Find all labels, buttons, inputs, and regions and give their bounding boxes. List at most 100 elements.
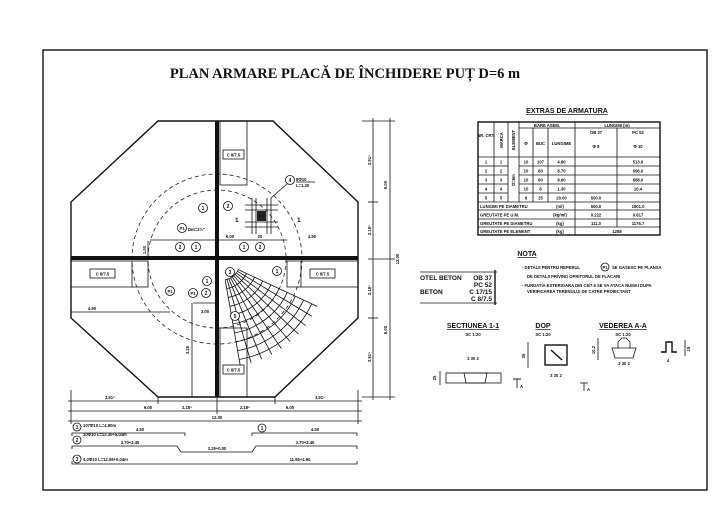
svg-text:6.00: 6.00 <box>383 180 388 189</box>
cell-buc: 8 <box>539 187 542 192</box>
svg-text:SC 1:20: SC 1:20 <box>465 332 481 337</box>
svg-text:1: 1 <box>276 269 279 275</box>
svg-text:3.70+2.45: 3.70+2.45 <box>296 440 315 445</box>
svg-text:4.0Φ10 L=12.08+5.04m: 4.0Φ10 L=12.08+5.04m <box>83 457 128 462</box>
svg-text:3 30 2: 3 30 2 <box>618 361 630 366</box>
marker: P1 <box>188 288 198 298</box>
total-row: GREUTATE PE ELEMENT(kg)1288 <box>480 229 622 234</box>
svg-text:D=6m: D=6m <box>511 174 516 186</box>
cell-pc52: 688.0 <box>633 178 644 183</box>
mesh-bar <box>229 280 264 307</box>
marker: 3 <box>225 267 235 277</box>
svg-text:Φ 10: Φ 10 <box>633 144 643 149</box>
svg-text:8Φ10: 8Φ10 <box>296 177 307 182</box>
svg-text:P1: P1 <box>602 265 608 270</box>
cell-pc52: 513.6 <box>633 160 644 165</box>
svg-text:Φ 8: Φ 8 <box>593 144 601 149</box>
right-dimension-chain: 3.91⁵ 6.00 2.18⁵ 12.00 2.18⁵ 6.00 3.91⁵ <box>362 118 400 400</box>
mesh-bar <box>234 274 299 335</box>
cell-lungime: 1.30 <box>557 187 566 192</box>
cell-marca: 4 <box>500 187 503 192</box>
section-1-1: SECTIUNEA 1-1 SC 1:20 3 30 2 25 A <box>432 323 523 389</box>
svg-text:GREUTATE PE DIAMETRU: GREUTATE PE DIAMETRU <box>480 221 532 226</box>
svg-text:6.00: 6.00 <box>144 405 153 410</box>
svg-text:BETON: BETON <box>420 289 443 296</box>
cell-buc: 80 <box>538 169 543 174</box>
svg-text:20: 20 <box>258 234 263 239</box>
svg-text:500.0: 500.0 <box>591 204 602 209</box>
mesh-bar <box>226 273 247 289</box>
bar-2: 2 10Φ10 L=12.30+5.04m 3.70+2.45 3.29+0.0… <box>71 432 358 453</box>
mesh-bar <box>228 277 255 298</box>
cell-nr: 5 <box>485 196 488 201</box>
svg-text:Φ: Φ <box>524 141 528 146</box>
mesh-bar <box>224 279 241 366</box>
cell-diam: 10 <box>524 178 529 183</box>
cell-diam: 10 <box>524 160 529 165</box>
notes: NOTA - DETALII PENTRU REPERUL P1 SE GASE… <box>517 251 661 294</box>
cell-pc52: 696.0 <box>633 169 644 174</box>
svg-text:3.91⁵: 3.91⁵ <box>367 155 372 165</box>
marker: 5 <box>230 311 240 321</box>
svg-text:25: 25 <box>432 375 437 380</box>
table-title: EXTRAS DE ARMATURA <box>526 108 608 115</box>
svg-text:3.91⁵: 3.91⁵ <box>367 352 372 362</box>
mesh-bar <box>228 278 263 360</box>
svg-text:- FUNDATIA EXTERIOARA DIN C8/7: - FUNDATIA EXTERIOARA DIN C8/7.5 SE VA A… <box>522 283 652 288</box>
cell-nr: 4 <box>485 187 488 192</box>
svg-text:P1: P1 <box>179 226 185 231</box>
bar-3: 3 4.0Φ10 L=12.08+5.04m 11.95+4.90 <box>71 454 358 465</box>
svg-text:C 8/7.5: C 8/7.5 <box>316 272 330 277</box>
svg-text:1: 1 <box>261 426 264 432</box>
svg-text:1288: 1288 <box>612 229 622 234</box>
svg-text:VERIFICAREA TERENULUI DE CATRE: VERIFICAREA TERENULUI DE CATRE PROIECTAN… <box>527 289 631 294</box>
section-mark-right: 1 <box>297 217 301 224</box>
svg-text:1: 1 <box>76 425 79 431</box>
svg-text:111.0: 111.0 <box>591 221 602 226</box>
svg-text:OB 37: OB 37 <box>590 130 603 135</box>
mesh-bar <box>233 275 291 343</box>
cell-ob37: 500.0 <box>591 196 602 201</box>
cell-lungime: 8.70 <box>557 169 566 174</box>
svg-text:0.617: 0.617 <box>633 213 644 218</box>
svg-text:ELEMENT: ELEMENT <box>511 130 516 150</box>
svg-text:LUNGIMI (m): LUNGIMI (m) <box>604 123 630 128</box>
svg-text:1: 1 <box>195 245 198 251</box>
svg-text:C 8/7.5: C 8/7.5 <box>471 296 492 303</box>
marker: 1 <box>198 203 208 213</box>
svg-text:107Φ10 L=4.80m: 107Φ10 L=4.80m <box>83 423 116 428</box>
cell-lungime: 20.00 <box>556 196 567 201</box>
svg-text:11.95+4.90: 11.95+4.90 <box>290 457 312 462</box>
svg-text:P1: P1 <box>190 291 196 296</box>
svg-text:2.18⁵: 2.18⁵ <box>367 285 372 295</box>
svg-text:NR. CRT.: NR. CRT. <box>477 133 495 138</box>
svg-text:2: 2 <box>76 438 79 444</box>
svg-text:2: 2 <box>179 245 182 251</box>
svg-text:1: 1 <box>202 206 205 212</box>
svg-text:- DETALII PENTRU REPERUL: - DETALII PENTRU REPERUL <box>522 265 581 270</box>
svg-text:4.50: 4.50 <box>136 427 145 432</box>
marker: P1 <box>165 286 175 296</box>
svg-text:35: 35 <box>521 353 526 358</box>
svg-text:SC 1:20: SC 1:20 <box>615 332 631 337</box>
svg-text:6.00: 6.00 <box>226 234 235 239</box>
svg-text:2: 2 <box>227 204 230 210</box>
cell-diam: 10 <box>524 187 529 192</box>
svg-text:3.91⁵: 3.91⁵ <box>315 395 325 400</box>
beton-block-top: C 8/7.5 <box>219 120 248 186</box>
marker: 1 <box>239 242 249 252</box>
svg-text:1: 1 <box>206 279 209 285</box>
marker: 2 <box>255 242 265 252</box>
svg-text:10Φ10 L=12.30+5.04m: 10Φ10 L=12.30+5.04m <box>83 432 127 437</box>
svg-text:MARCA: MARCA <box>499 132 504 148</box>
svg-text:6.00: 6.00 <box>286 405 295 410</box>
cell-pc52: 10.4 <box>634 187 643 192</box>
mesh-bar <box>226 279 252 363</box>
svg-text:PC 52: PC 52 <box>632 130 644 135</box>
cell-lungime: 4.80 <box>557 160 566 165</box>
section-mark-left: 1 <box>235 217 239 224</box>
